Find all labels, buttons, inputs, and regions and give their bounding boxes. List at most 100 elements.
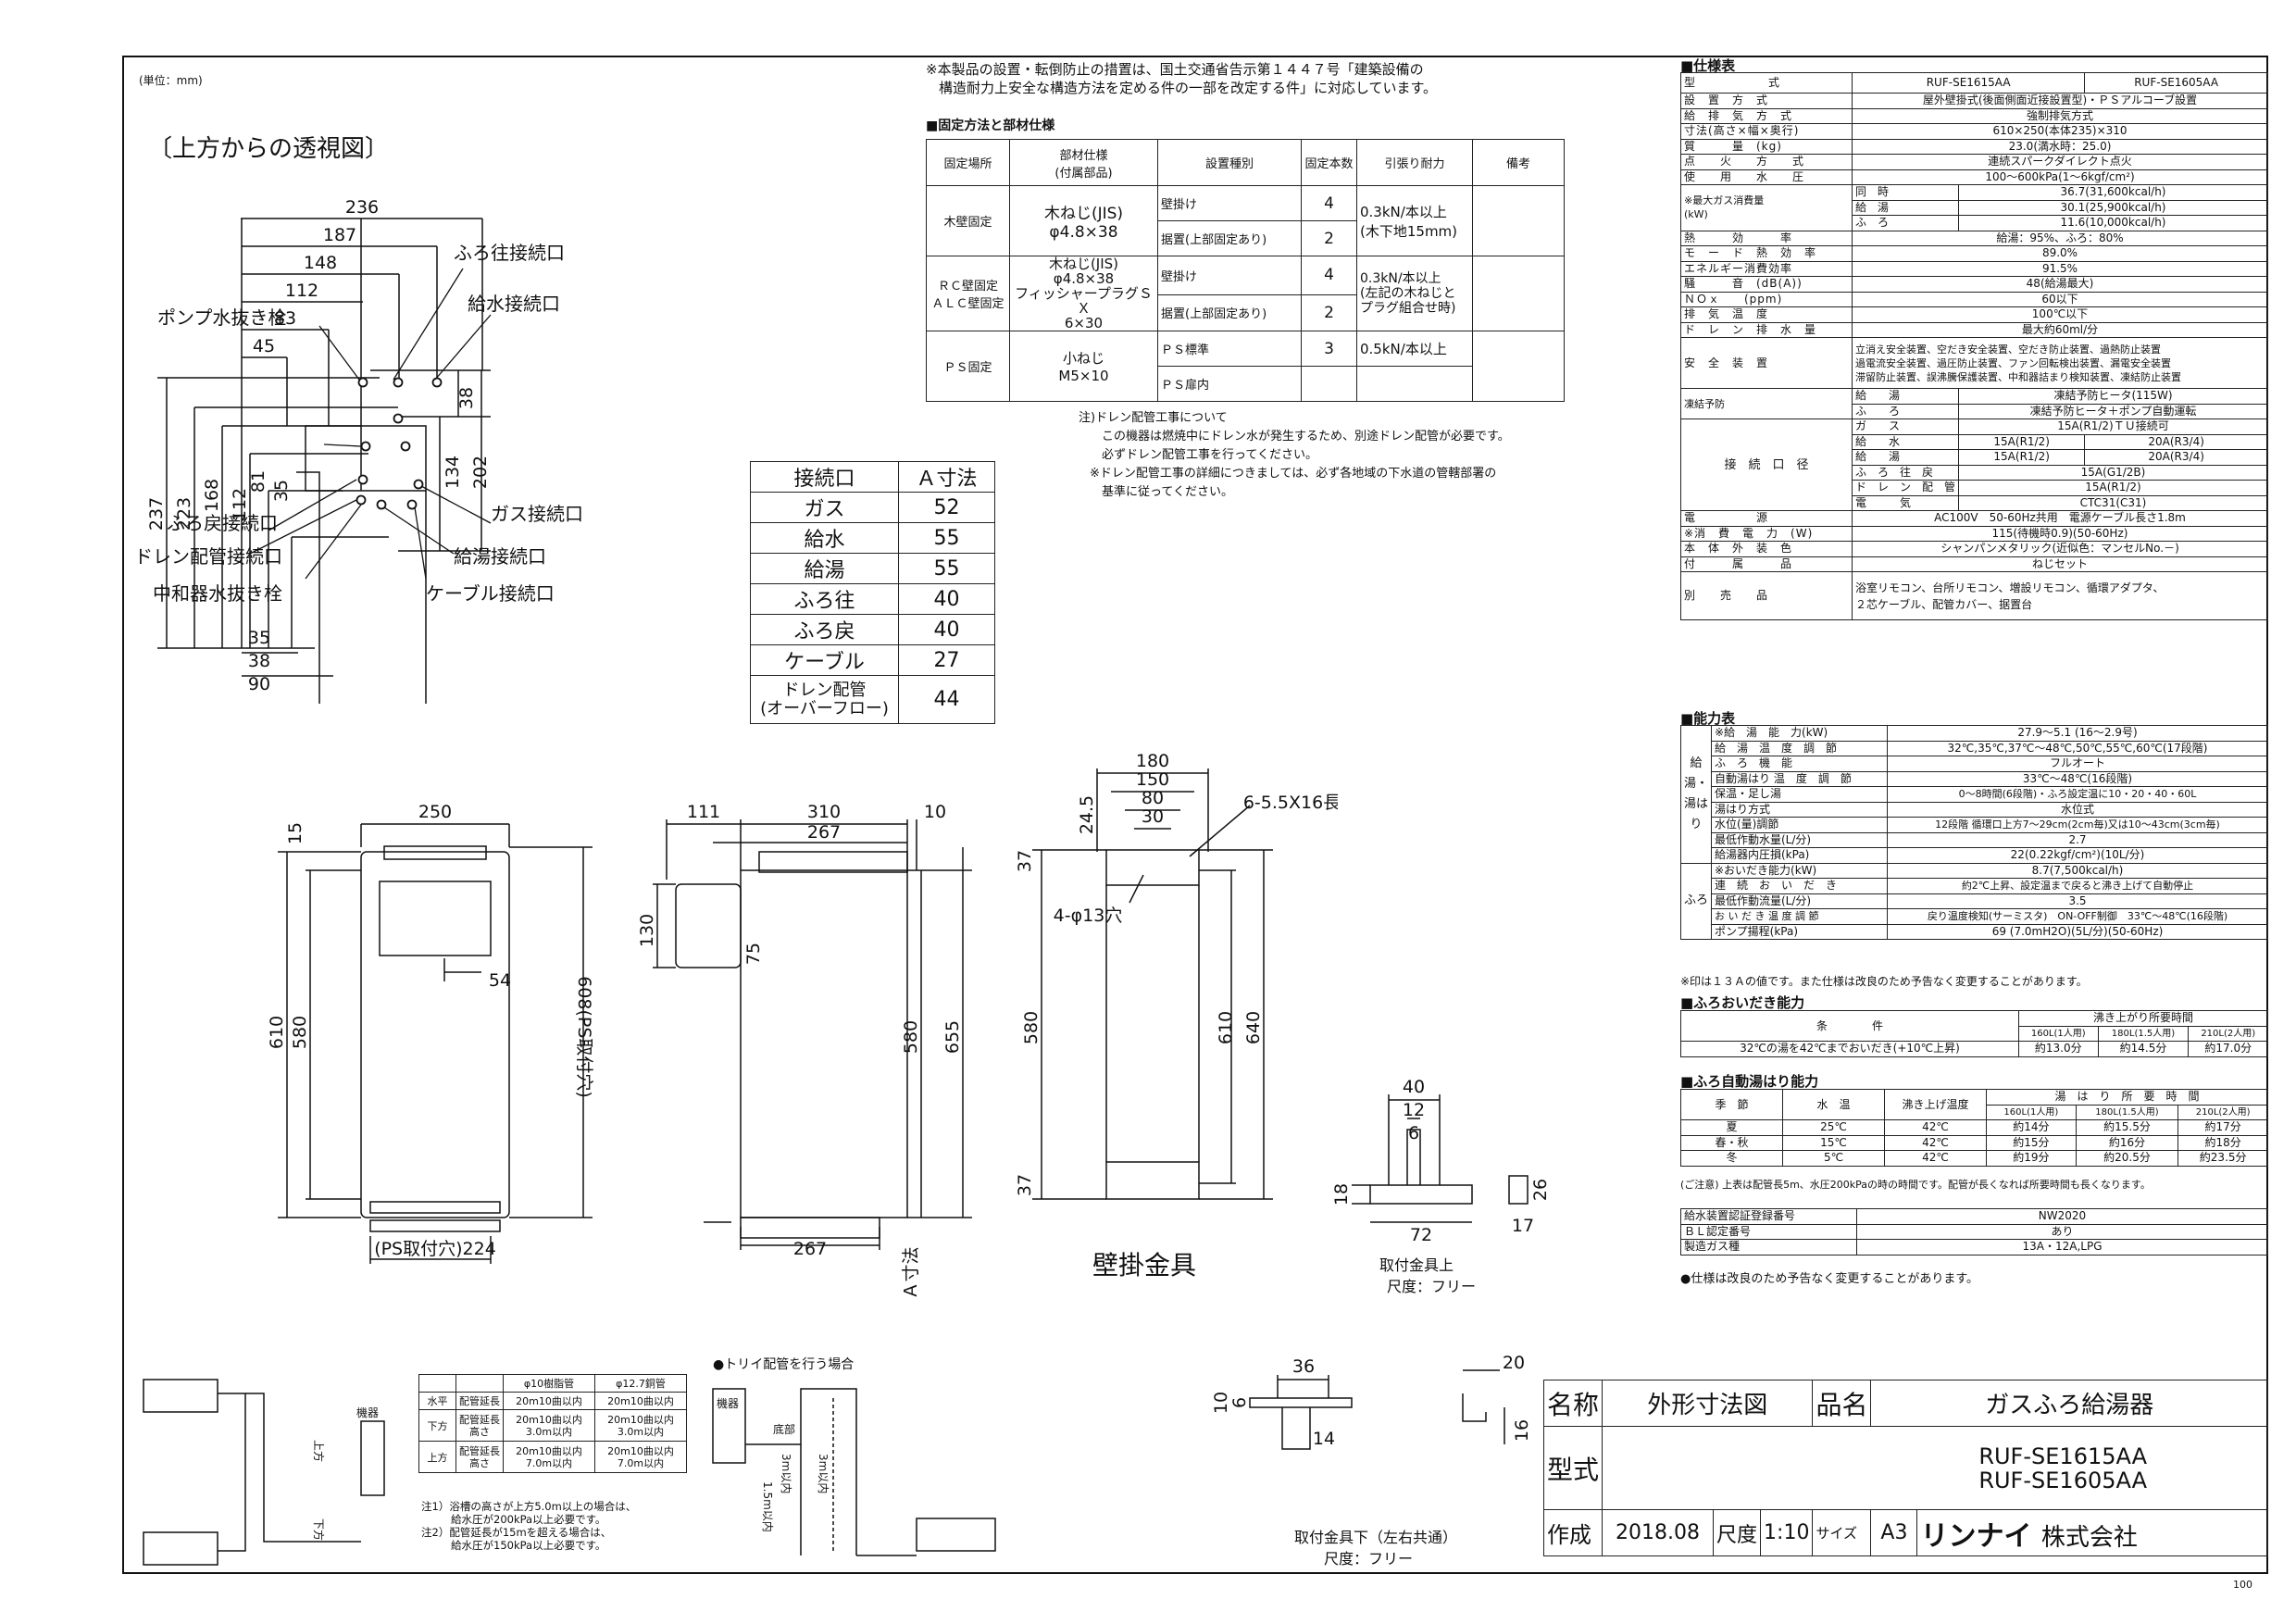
dim-112b: 112 [230, 488, 250, 521]
install-notice: ※本製品の設置・転倒防止の措置は、国土交通省告示第１４４７号「建築設備の 構造耐… [926, 61, 1438, 96]
ub-26: 26 [1530, 1179, 1551, 1201]
front-width-250: 250 [418, 802, 452, 822]
perspective-diagram: 236 187 148 112 83 45 195 90 38 35 237 2… [134, 197, 583, 704]
drawing-date: 2018.08 [1602, 1509, 1715, 1556]
callout-drain: ドレン配管接続口 [134, 545, 282, 568]
bracket-30: 30 [1142, 806, 1164, 827]
torii-diagram: 機器 底部 3m以内 1.5m以内 3m以内 [712, 1388, 996, 1556]
lb-10: 10 [1211, 1392, 1231, 1414]
front-610: 610 [267, 1016, 287, 1049]
dim-38: 38 [248, 651, 270, 671]
bracket-slot: 6-5.5X16長穴 [1243, 793, 1338, 813]
paper-size: A3 [1870, 1509, 1918, 1556]
dim-35b: 35 [271, 480, 292, 502]
nb-title: ■能力表 [1680, 710, 1736, 727]
lb-16: 16 [1512, 1419, 1532, 1442]
callout-water-in: 給水接続口 [468, 293, 560, 315]
lower-bracket-title: 取付金具下（左右共通） [1294, 1529, 1458, 1546]
product-name: ガスふろ給湯器 [1870, 1380, 2268, 1427]
torii-title: ●トリイ配管を行う場合 [713, 1357, 855, 1372]
dim-112: 112 [285, 281, 318, 301]
lower-bracket: 36 10 6 14 20 16 [1211, 1353, 1532, 1450]
ub-17: 17 [1512, 1216, 1534, 1236]
dim-83: 83 [274, 308, 296, 329]
callout-pump-drain: ポンプ水抜き栓 [157, 306, 286, 329]
side-a-dim: Ａ寸法 [901, 1246, 921, 1299]
callout-cable: ケーブル接続口 [426, 582, 555, 605]
lb-20: 20 [1503, 1353, 1525, 1373]
front-580: 580 [290, 1016, 310, 1049]
bracket-title: 壁掛金具 [1092, 1250, 1197, 1280]
bracket-640: 640 [1243, 1011, 1264, 1044]
pipe-notes: 注1）浴槽の高さが上方5.0m以上の場合は、 給水圧が200kPa以上必要です。… [421, 1500, 637, 1552]
bracket-24-5: 24.5 [1077, 795, 1097, 834]
lb-6: 6 [1229, 1397, 1250, 1408]
dim-187: 187 [323, 225, 356, 245]
ub-72: 72 [1410, 1225, 1432, 1245]
bracket-150: 150 [1136, 769, 1169, 790]
callout-gas: ガス接続口 [491, 503, 583, 525]
side-75: 75 [743, 943, 764, 965]
callout-hot-water: 給湯接続口 [454, 545, 546, 568]
au-note: (ご注意) 上表は配管長5m、水圧200kPaの時の時間です。配管が長くなれば所… [1680, 1179, 2151, 1191]
pipe-down-label: 下方 [312, 1518, 326, 1541]
perspective-title: 〔上方からの透視図〕 [148, 135, 390, 163]
bracket-37b: 37 [1015, 1174, 1035, 1196]
side-view: 111 310 10 267 130 75 580 655 267 Ａ寸法 [637, 802, 972, 1300]
side-267: 267 [807, 822, 841, 843]
front-54: 54 [489, 970, 511, 991]
front-view: 250 15 610 580 54 608(PS取付穴) (PS取付穴)224 [267, 802, 594, 1264]
dim-35: 35 [248, 628, 270, 648]
drawing-name: 外形寸法図 [1602, 1380, 1814, 1427]
bracket-80: 80 [1142, 788, 1164, 808]
bracket-580: 580 [1021, 1011, 1042, 1044]
dim-168: 168 [202, 479, 222, 512]
dim-81: 81 [248, 470, 268, 493]
pipe-unit-label: 機器 [356, 1405, 379, 1419]
front-608: 608(PS取付穴) [574, 976, 594, 1098]
dim-237: 237 [146, 497, 167, 531]
upper-bracket-scale: 尺度：フリー [1387, 1278, 1477, 1295]
bracket-180: 180 [1136, 751, 1169, 771]
front-15: 15 [285, 822, 306, 844]
bracket-hole: 4-φ13穴 [1054, 906, 1123, 926]
fixing-table: 固定場所部材仕様 (付属部品)設置種別固定本数引張り耐力備考 木壁固定木ねじ(J… [926, 139, 1565, 402]
fu-title: ■ふろおいだき能力 [1680, 994, 1805, 1011]
au-title: ■ふろ自動湯はり能力 [1680, 1073, 1819, 1090]
final-note: ●仕様は改良のため予告なく変更することがあります。 [1680, 1272, 1979, 1286]
company-logo: リンナイ 株式会社 [1916, 1509, 2268, 1556]
callout-bath-return: ふろ戻接続口 [167, 512, 278, 534]
lb-14: 14 [1313, 1429, 1335, 1449]
callout-neutralizer-drain: 中和器水抜き栓 [153, 582, 282, 605]
torii-3m-a: 3m以内 [780, 1454, 792, 1493]
dim-236: 236 [345, 197, 379, 218]
torii-unit: 機器 [717, 1396, 739, 1410]
reheat-table: 条 件沸き上がり所要時間 160L(1人用)180L(1.5人用)210L(2人… [1680, 1010, 2268, 1057]
drain-note: 注)ドレン配管工事について この機器は燃焼中にドレン水が発生するため、別途ドレン… [1079, 411, 1510, 499]
page-number: 100 [2233, 1579, 2252, 1591]
drawing-scale: 1:10 [1760, 1509, 1814, 1556]
auto-fill-table: 季 節水 温沸き上げ温度湯 は り 所 要 時 間 160L(1人用)180L(… [1680, 1089, 2268, 1167]
lb-36: 36 [1292, 1356, 1315, 1377]
bracket-37: 37 [1015, 850, 1035, 872]
capability-table: 給湯・湯はり※給 湯 能 力(kW)27.9～5.1 (16～2.9号) 給 湯… [1680, 725, 2268, 940]
spec-title: ■仕様表 [1680, 57, 1736, 74]
dim-38r: 38 [456, 387, 477, 409]
lower-bracket-scale: 尺度：フリー [1324, 1550, 1414, 1568]
ub-12: 12 [1403, 1100, 1425, 1120]
dim-45: 45 [253, 336, 275, 356]
upper-bracket: 40 12 6 18 72 26 17 [1331, 1077, 1551, 1245]
ub-18: 18 [1331, 1183, 1352, 1206]
side-130: 130 [637, 914, 657, 947]
nb-note: ※印は１３Ａの値です。また仕様は改良のため予告なく変更することがあります。 [1680, 975, 2088, 988]
front-224: (PS取付穴)224 [374, 1239, 496, 1259]
dim-223: 223 [174, 497, 194, 531]
side-310: 310 [807, 802, 841, 822]
dim-90: 90 [248, 674, 270, 694]
dim-148: 148 [304, 253, 337, 273]
ub-40: 40 [1403, 1077, 1425, 1097]
